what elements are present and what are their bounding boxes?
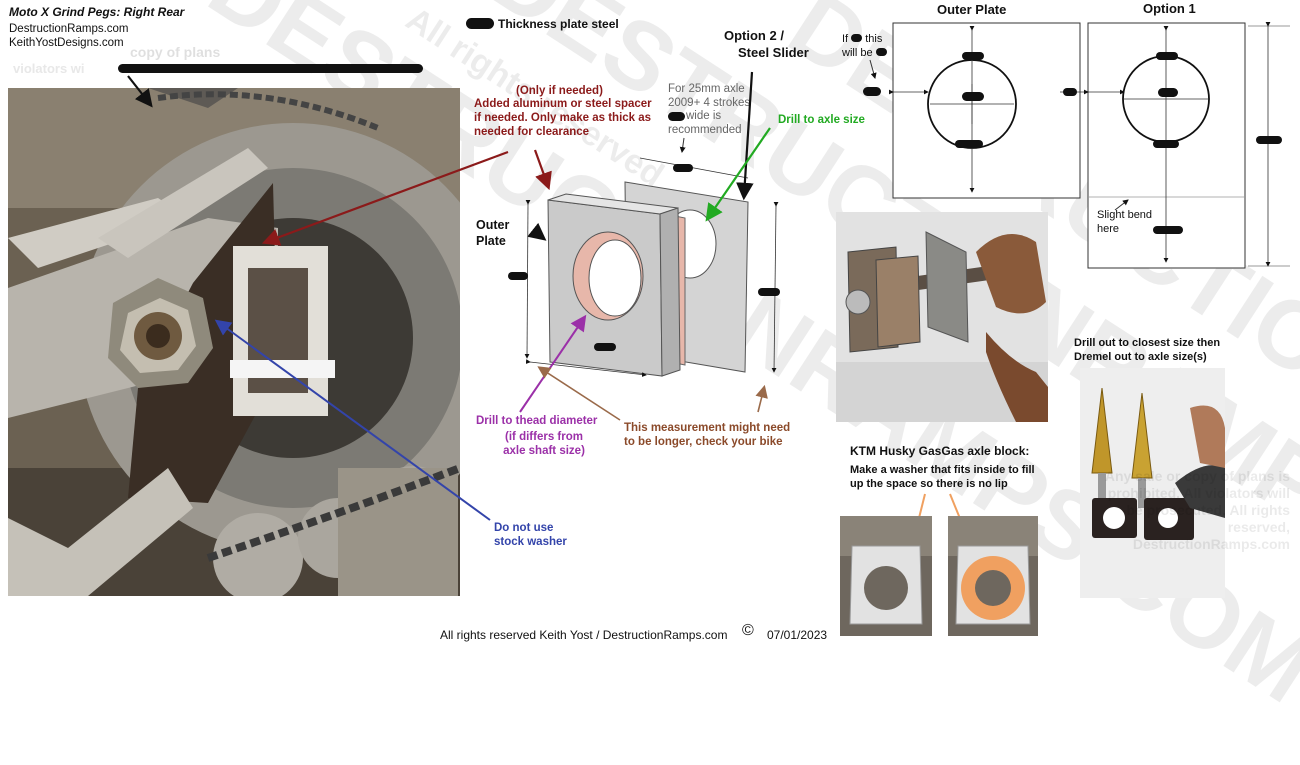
site-keithyost: KeithYostDesigns.com	[9, 37, 124, 49]
redacted-notice-mark	[118, 64, 423, 73]
site-destructionramps: DestructionRamps.com	[9, 23, 129, 35]
axle-note: For 25mm axle 2009+ 4 strokes	[668, 83, 751, 109]
spacer-note: Added aluminum or steel spacer if needed…	[474, 98, 652, 138]
will-be-text: will be	[842, 47, 873, 59]
drill-thread-sub: (if differs from axle shaft size)	[503, 431, 585, 457]
redacted-o1-hole	[1158, 88, 1178, 97]
redacted-op-left	[863, 87, 881, 96]
only-if-needed-label: (Only if needed)	[516, 85, 603, 97]
plate-isometric-drawing	[519, 71, 779, 421]
redacted-op-top	[962, 52, 984, 60]
will-be-label: will be	[842, 46, 887, 60]
redacted-dim-right	[758, 288, 780, 296]
drill-axle-label: Drill to axle size	[778, 114, 865, 126]
option1-title: Option 1	[1143, 1, 1196, 16]
redacted-will-be-mark	[875, 48, 887, 56]
if-this-label: If this	[842, 32, 882, 46]
redacted-dim-width	[594, 343, 616, 351]
outer-plate-title: Outer Plate	[937, 2, 1007, 17]
thickness-label: Thickness plate steel	[498, 17, 619, 31]
measurement-note: This measurement might need to be longer…	[624, 422, 791, 448]
redacted-op-gap	[1063, 88, 1077, 96]
redacted-dim-height	[508, 272, 528, 280]
this-text: this	[865, 33, 883, 45]
violators-notice: violators wi	[13, 61, 85, 76]
redacted-o1-height	[1256, 136, 1282, 144]
do-not-use-label: Do not use stock washer	[494, 522, 567, 548]
footer-rights: All rights reserved Keith Yost / Destruc…	[440, 628, 728, 642]
redacted-op-hole	[962, 92, 984, 101]
steel-slider-label: Steel Slider	[738, 45, 809, 60]
redacted-o1-top	[1156, 52, 1178, 60]
ktm-washer-photo	[948, 516, 1038, 636]
ktm-note: Make a washer that fits inside to fill u…	[850, 464, 1035, 490]
redacted-dim-top	[673, 164, 693, 172]
redacted-axle-width	[668, 112, 685, 121]
redacted-o1-bottom	[1153, 226, 1183, 234]
drill-thread-label: Drill to thead diameter	[476, 415, 598, 427]
outer-plate-drawing	[892, 22, 1081, 199]
page-title: Moto X Grind Pegs: Right Rear	[9, 5, 185, 19]
step-drill-photo	[1080, 368, 1225, 598]
if-text: If	[842, 33, 849, 45]
slight-bend-label: Slight bend here	[1097, 209, 1153, 235]
outer-plate-edge	[659, 207, 681, 377]
option2-label: Option 2 /	[724, 28, 784, 43]
redacted-o1-mid	[1153, 140, 1179, 148]
redacted-thickness-mark	[466, 18, 494, 29]
axle-assembly-photo	[836, 212, 1048, 422]
axle-note-2: wide is recommended	[668, 110, 742, 136]
drill-out-label: Drill out to closest size then Dremel ou…	[1074, 337, 1221, 363]
outer-plate-iso-label: Outer Plate	[476, 218, 510, 248]
outer-plate-hole-inner	[588, 239, 642, 317]
ktm-block-photo	[840, 516, 932, 636]
right-notice-watermark: Any sale or copy of plans is prohibited.…	[1104, 468, 1290, 552]
footer-date: 07/01/2023	[767, 628, 828, 642]
redacted-if-mark	[851, 34, 863, 42]
ktm-title: KTM Husky GasGas axle block:	[850, 444, 1030, 458]
copyright-symbol: ©	[742, 622, 754, 639]
redacted-op-bottom	[955, 140, 983, 148]
